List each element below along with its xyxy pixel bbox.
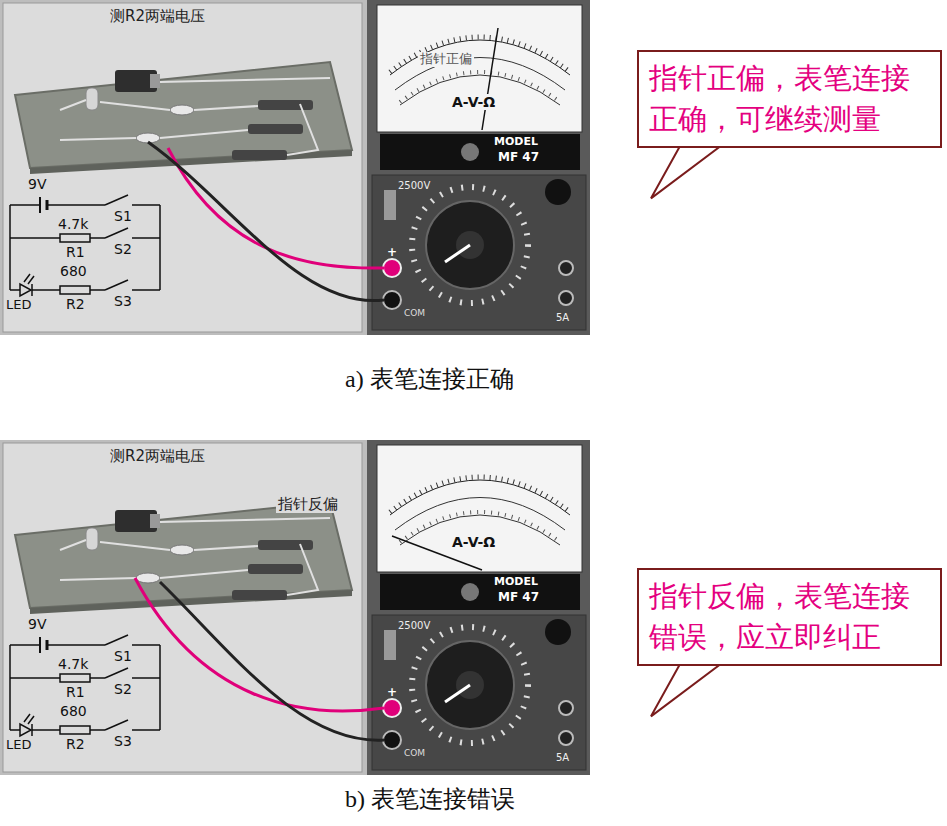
- range-label: 2500V: [398, 180, 430, 192]
- pointer-status: 指针反偏: [276, 496, 340, 513]
- subfigure-caption: a) 表笔连接正确: [345, 366, 514, 394]
- terminal-label: 5A: [556, 312, 569, 324]
- subfigure-caption: b) 表笔连接错误: [345, 786, 515, 814]
- resistor-name: R1: [66, 684, 85, 700]
- terminal-label: COM: [404, 308, 425, 318]
- resistance-value: 680: [60, 263, 87, 279]
- callout-text: 指针反偏，表笔连接错误，应立即纠正: [649, 576, 930, 658]
- meter-face-note: 指针正偏: [418, 52, 474, 67]
- terminal-label: 5A: [556, 752, 569, 764]
- resistance-value: 4.7k: [58, 216, 88, 232]
- callout-box: 指针反偏，表笔连接错误，应立即纠正: [637, 568, 942, 666]
- resistor-name: R2: [66, 736, 85, 752]
- model-number: MF 47: [498, 151, 539, 165]
- model-number: MF 47: [498, 591, 539, 605]
- resistor-name: R1: [66, 244, 85, 260]
- led-label: LED: [6, 738, 31, 753]
- meter-units: A-V-Ω: [450, 94, 497, 110]
- terminal-label: +: [387, 686, 397, 700]
- model-text: MODEL: [494, 136, 538, 149]
- switch-name: S2: [114, 681, 132, 697]
- switch-name: S2: [114, 241, 132, 257]
- meter-units: A-V-Ω: [450, 534, 497, 550]
- range-label: 2500V: [398, 620, 430, 632]
- callout-tail: [651, 144, 723, 198]
- terminal-label: COM: [404, 748, 425, 758]
- resistance-value: 680: [60, 703, 87, 719]
- switch-name: S3: [114, 293, 132, 309]
- voltage-label: 9V: [28, 616, 46, 632]
- callout-text: 指针正偏，表笔连接正确，可继续测量: [649, 58, 930, 140]
- panel-title: 测R2两端电压: [108, 8, 207, 25]
- led-label: LED: [6, 298, 31, 313]
- model-text: MODEL: [494, 576, 538, 589]
- terminal-label: +: [387, 246, 397, 260]
- switch-name: S1: [114, 648, 132, 664]
- voltage-label: 9V: [28, 176, 46, 192]
- switch-name: S3: [114, 733, 132, 749]
- resistance-value: 4.7k: [58, 656, 88, 672]
- panel-title: 测R2两端电压: [108, 448, 207, 465]
- resistor-name: R2: [66, 296, 85, 312]
- callout-box: 指针正偏，表笔连接正确，可继续测量: [637, 50, 942, 148]
- callout-tail: [651, 662, 723, 716]
- switch-name: S1: [114, 208, 132, 224]
